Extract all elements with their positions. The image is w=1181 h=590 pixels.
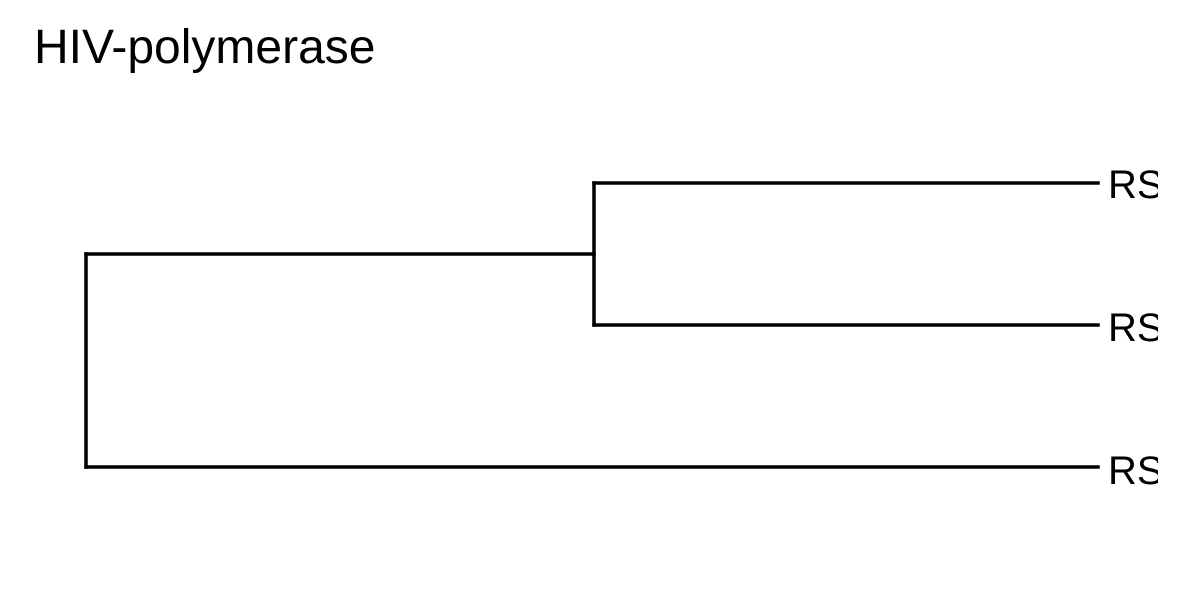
tip-labels: RS RS RS xyxy=(1108,163,1164,493)
tree-branches xyxy=(84,181,1100,469)
tip-label-2: RS xyxy=(1108,306,1164,350)
diagram-title: HIV-polymerase xyxy=(34,21,376,74)
tip-label-3: RS xyxy=(1108,449,1164,493)
tip-label-1: RS xyxy=(1108,163,1164,207)
